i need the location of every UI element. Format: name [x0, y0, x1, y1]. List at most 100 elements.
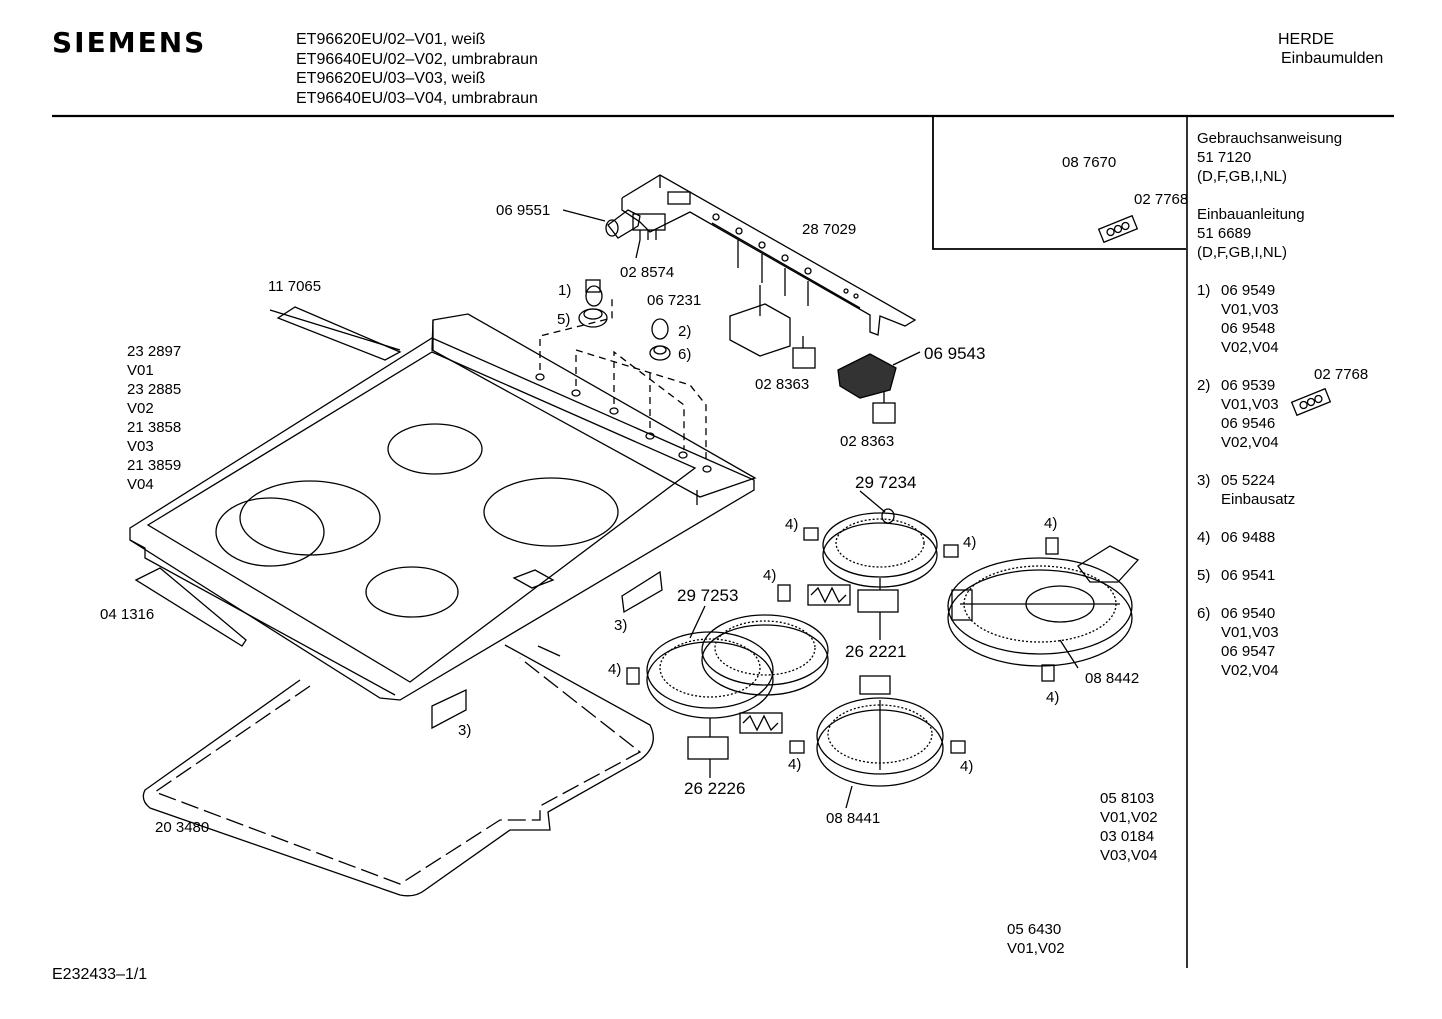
note-line: V02,V04 — [1221, 434, 1279, 451]
label-variant: V01 — [127, 362, 154, 379]
note-1: 1)06 9549 V01,V03 06 9548 V02,V04 — [1197, 281, 1342, 357]
label-041316: 04 1316 — [100, 606, 155, 623]
thermostat-part — [857, 578, 899, 613]
bracket-part — [621, 570, 663, 614]
label-glass: 21 3858 — [127, 419, 182, 436]
parts-sidebar: Gebrauchsanweisung 51 7120 (D,F,GB,I,NL)… — [1197, 129, 1342, 699]
relay-part — [792, 336, 816, 369]
label-056430-group: 05 6430 V01,V02 — [1007, 920, 1065, 958]
connector-part — [632, 213, 666, 231]
note-marker: 3) — [614, 617, 628, 634]
note-marker: 4) — [608, 661, 622, 678]
note-line: 06 9547 — [1221, 643, 1276, 660]
label-287029: 28 7029 — [802, 221, 857, 238]
subcategory: Einbaumulden — [1281, 50, 1384, 67]
note-marker: 2) — [678, 323, 692, 340]
note-3: 3)05 5224 Einbausatz — [1197, 471, 1342, 509]
note-marker: 4) — [1046, 689, 1060, 706]
seal-part — [134, 567, 247, 647]
note-num: 2) — [1197, 377, 1211, 394]
brand-logo: SIEMENS — [52, 26, 207, 59]
install-title: Einbauanleitung — [1197, 206, 1305, 223]
label-297234: 29 7234 — [855, 473, 917, 492]
note-marker: 5) — [557, 311, 571, 328]
label-069551: 06 9551 — [496, 202, 551, 219]
manual-block: Gebrauchsanweisung 51 7120 (D,F,GB,I,NL) — [1197, 129, 1342, 186]
category-block: HERDE Einbaumulden — [1278, 30, 1383, 68]
label-027768-sidebar: 02 7768 — [1314, 366, 1369, 383]
note-num: 4) — [1197, 529, 1211, 546]
note-marker: 4) — [785, 516, 799, 533]
thermostat-part — [687, 718, 729, 760]
note-num: 3) — [1197, 472, 1211, 489]
knob-ring-part — [578, 308, 608, 328]
clip-part — [626, 667, 640, 685]
label-088442: 08 8442 — [1085, 670, 1140, 687]
note-marker: 4) — [788, 756, 802, 773]
heater-088442 — [947, 557, 1133, 667]
switch-part — [729, 285, 791, 357]
cooktop-frame — [129, 306, 757, 701]
note-line: 06 9539 — [1221, 377, 1276, 394]
label-glass: 21 3859 — [127, 457, 182, 474]
clip-part — [943, 544, 959, 558]
control-bracket — [621, 174, 917, 336]
install-number: 51 6689 — [1197, 225, 1252, 242]
terminal-block-part — [837, 353, 897, 399]
knob-ring-part — [649, 345, 671, 361]
label-028363: 02 8363 — [840, 433, 895, 450]
label-058103: 05 8103 — [1100, 790, 1155, 807]
note-line: 06 9540 — [1221, 605, 1276, 622]
label-297253: 29 7253 — [677, 586, 739, 605]
label-056430: 05 6430 — [1007, 921, 1062, 938]
inset-box — [932, 116, 1186, 250]
note-6: 6)06 9540 V01,V03 06 9547 V02,V04 — [1197, 604, 1342, 680]
clip-part — [1041, 664, 1055, 682]
bracket-part — [431, 688, 467, 730]
clip-part — [950, 740, 966, 754]
manual-title: Gebrauchsanweisung — [1197, 130, 1343, 147]
note-line: 06 9541 — [1221, 567, 1276, 584]
category: HERDE — [1278, 31, 1335, 48]
note-2: 2)06 9539 V01,V03 06 9546 V02,V04 — [1197, 376, 1342, 452]
note-marker: 4) — [763, 567, 777, 584]
clip-part — [1045, 537, 1059, 555]
resistor-symbol — [807, 584, 851, 606]
label-027768: 02 7768 — [1134, 191, 1189, 208]
note-num: 1) — [1197, 282, 1211, 299]
label-variant: V03,V04 — [1100, 847, 1158, 864]
note-marker: 4) — [963, 534, 977, 551]
note-line: 06 9546 — [1221, 415, 1276, 432]
label-262221: 26 2221 — [845, 642, 907, 661]
terminal-part — [1077, 545, 1140, 583]
label-028363: 02 8363 — [755, 376, 810, 393]
note-marker: 3) — [458, 722, 472, 739]
note-line: 06 9488 — [1221, 529, 1276, 546]
note-marker: 1) — [558, 282, 572, 299]
clip-part — [607, 209, 641, 239]
note-num: 6) — [1197, 605, 1211, 622]
label-glass: 23 2897 — [127, 343, 182, 360]
label-058103-group: 05 8103 V01,V02 03 0184 V03,V04 — [1100, 789, 1158, 865]
model-line: ET96640EU/02–V02, umbrabraun — [296, 50, 538, 68]
knob-part — [651, 318, 669, 340]
note-line: 06 9548 — [1221, 320, 1276, 337]
label-088441: 08 8441 — [826, 810, 881, 827]
heater-297253 — [646, 614, 829, 719]
model-line: ET96620EU/03–V03, weiß — [296, 70, 486, 87]
relay-part — [872, 391, 896, 424]
label-variant: V01,V02 — [1100, 809, 1158, 826]
clip-part — [803, 527, 819, 541]
note-4: 4) 06 9488 — [1197, 528, 1342, 547]
note-marker: 4) — [960, 758, 974, 775]
note-line: 05 5224 — [1221, 472, 1276, 489]
manual-langs: (D,F,GB,I,NL) — [1197, 168, 1288, 185]
gasket-part — [142, 644, 654, 897]
guide-lines — [539, 296, 707, 460]
heater-297234 — [822, 508, 938, 588]
label-117065: 11 7065 — [268, 278, 322, 295]
label-variant: V04 — [127, 476, 154, 493]
label-030184: 03 0184 — [1100, 828, 1155, 845]
label-variant: V03 — [127, 438, 154, 455]
